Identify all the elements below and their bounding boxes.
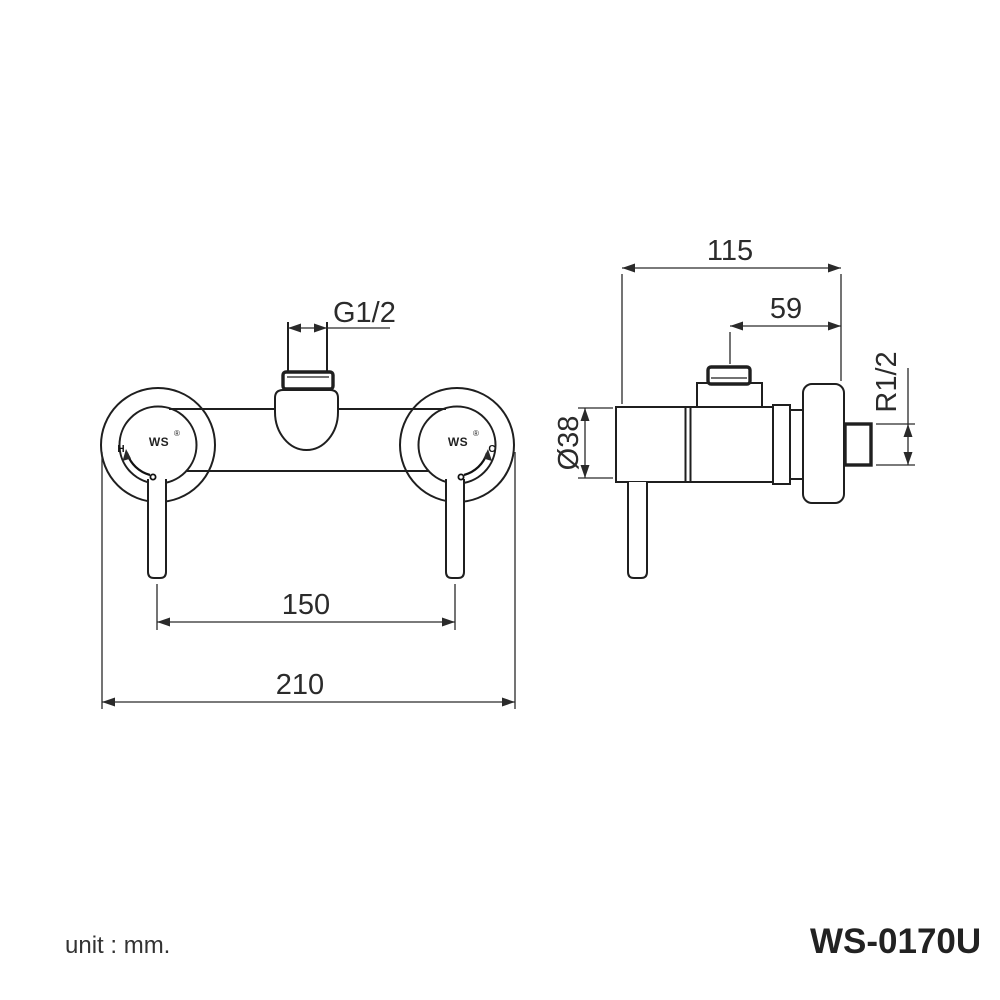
model-number: WS-0170U: [810, 922, 981, 961]
hot-rotation-indicator: H: [117, 444, 157, 481]
dim-label-g12: G1/2: [333, 297, 396, 329]
dimension-outlet-thread: R1/2: [871, 351, 915, 466]
dim-label-210: 210: [276, 669, 324, 701]
dimension-body-diameter: Ø38: [553, 407, 613, 479]
hot-arrow-head: [122, 449, 131, 461]
mixer-body-bar: [169, 408, 446, 472]
dim-label-115: 115: [707, 235, 753, 267]
left-brand-logo: WS ®: [149, 429, 180, 449]
right-handle-lever: [445, 479, 465, 579]
left-logo-text: WS: [149, 435, 169, 449]
dimension-top-thread: G1/2: [288, 297, 396, 333]
side-view: 115 59 Ø38 R1/2: [553, 235, 915, 579]
dim-label-dia38: Ø38: [553, 416, 585, 471]
dim-label-150: 150: [282, 589, 330, 621]
outlet-threaded-connector: [843, 422, 873, 467]
body-neck: [789, 409, 804, 480]
cold-rotation-indicator: C: [457, 444, 496, 481]
center-spout-body: [274, 389, 339, 451]
inlet-threaded-nipple: [706, 365, 752, 386]
body-collar: [772, 404, 791, 485]
right-logo-text: WS: [448, 435, 468, 449]
left-handle-lever: [147, 479, 167, 579]
dimension-overall-width: 210: [101, 452, 516, 709]
dimension-overall-depth: 115: [621, 235, 842, 404]
unit-note: unit : mm.: [65, 932, 170, 959]
inlet-shoulder: [696, 382, 763, 408]
dim-label-r12: R1/2: [871, 351, 903, 412]
dim-label-59: 59: [770, 293, 802, 325]
dimension-inlet-offset: 59: [729, 293, 841, 364]
cold-label: C: [488, 444, 495, 455]
hot-label: H: [117, 444, 124, 455]
side-valve-body: [615, 406, 774, 483]
side-handle-lever: [627, 482, 648, 579]
top-outlet-connector: [281, 322, 335, 391]
cold-arrow-head: [483, 449, 492, 461]
right-brand-logo: WS ®: [448, 429, 479, 449]
right-logo-registered-mark: ®: [473, 429, 479, 438]
wall-flange: [802, 383, 845, 504]
dimension-handle-spacing: 150: [156, 584, 456, 630]
left-logo-registered-mark: ®: [174, 429, 180, 438]
connector-nut: [281, 370, 335, 391]
front-view: WS ® WS ® H C G1/2: [100, 297, 516, 709]
